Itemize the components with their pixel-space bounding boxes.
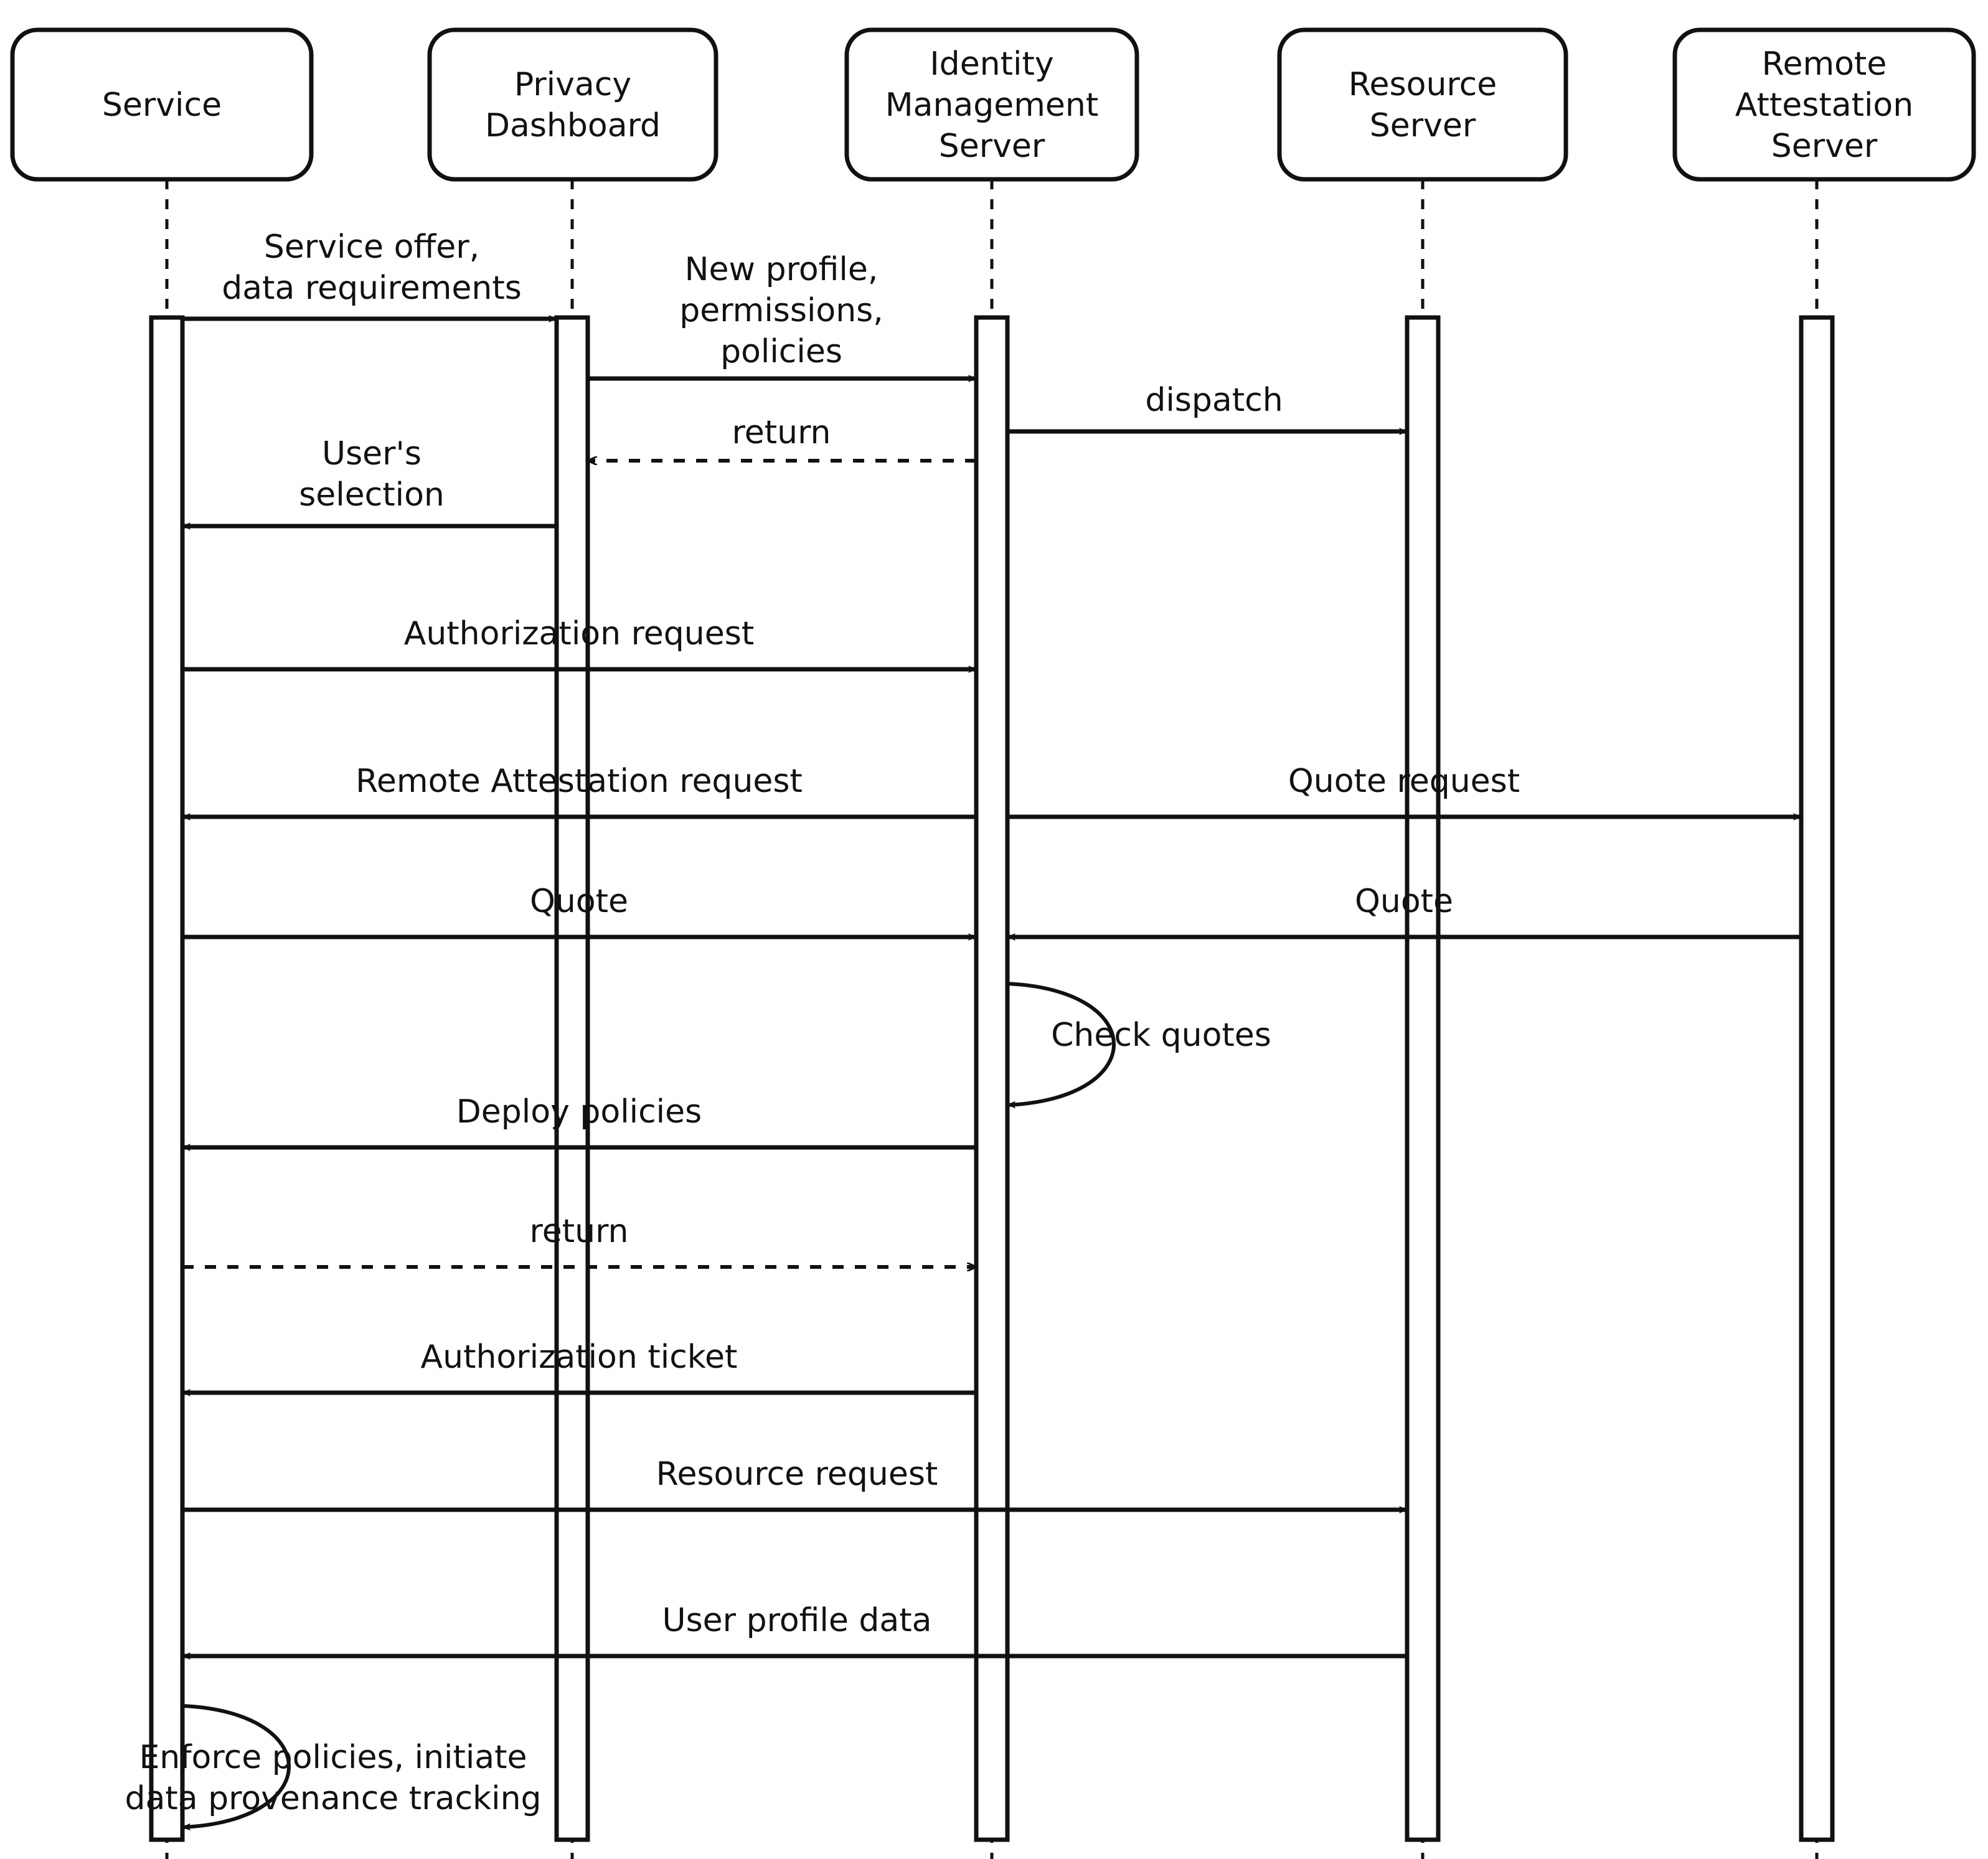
message-m1: Service offer, data requirements (182, 228, 557, 322)
participant-label-attest: Remote (1762, 45, 1887, 83)
activation-bar-attest (1799, 315, 1835, 1842)
participant-label-resource: Server (1370, 107, 1476, 144)
message-label: Quote (1355, 883, 1453, 920)
message-m10: Quote (1007, 883, 1801, 941)
self-message-arc (182, 1704, 291, 1831)
message-m7: Remote Attestation request (182, 763, 976, 821)
self-message-label: data provenance tracking (125, 1780, 541, 1817)
message-m8: Quote request (1007, 763, 1802, 821)
participant-label-attest: Attestation (1735, 87, 1913, 124)
participant-label-dashboard: Privacy (514, 66, 631, 103)
self-message-s2: Enforce policies, initiate data provenanc… (125, 1704, 542, 1831)
activations-layer (149, 315, 1835, 1842)
message-m11: Deploy policies (182, 1093, 976, 1151)
message-label: return (530, 1213, 629, 1250)
participant-service[interactable]: Service (10, 27, 314, 182)
participant-label-resource: Resource (1349, 66, 1497, 103)
participant-label-dashboard: Dashboard (485, 107, 661, 144)
self-message-s1: Check quotes (1007, 982, 1271, 1109)
self-message-label: Check quotes (1051, 1017, 1271, 1054)
message-label: Service offer, (264, 228, 479, 266)
self-message-arc (1007, 982, 1116, 1109)
participant-label-attest: Server (1771, 128, 1878, 165)
message-m4: return (588, 414, 976, 461)
message-label: User's (322, 435, 422, 473)
message-label: Quote (530, 883, 628, 920)
message-label: selection (299, 476, 445, 514)
message-label: data requirements (222, 270, 522, 307)
participant-label-ims: Identity (930, 45, 1053, 83)
message-m13: Authorization ticket (182, 1339, 976, 1396)
message-m12: return (182, 1213, 976, 1267)
message-label: Remote Attestation request (356, 763, 803, 800)
message-label: Quote request (1288, 763, 1520, 800)
message-label: Resource request (656, 1456, 938, 1493)
message-label: New profile, (685, 251, 879, 288)
message-label: Authorization request (404, 615, 754, 652)
activation-bar-resource (1405, 315, 1441, 1842)
message-m15: User profile data (182, 1602, 1407, 1660)
participant-label-service: Service (102, 87, 222, 124)
message-m2: New profile, permissions, policies (588, 251, 977, 382)
activation-bar-ims (974, 315, 1010, 1842)
message-label: Authorization ticket (421, 1339, 738, 1376)
participant-label-ims: Management (885, 87, 1099, 124)
message-label: Deploy policies (456, 1093, 702, 1131)
message-label: dispatch (1145, 382, 1283, 419)
message-m6: Authorization request (182, 615, 977, 673)
message-m3: dispatch (1007, 382, 1408, 435)
message-label: policies (720, 333, 842, 370)
activation-bar-dashboard (554, 315, 590, 1842)
message-label: User profile data (662, 1602, 932, 1639)
message-label: permissions, (679, 292, 883, 329)
messages-layer: Service offer, data requirements New profi… (182, 228, 1802, 1660)
message-m14: Resource request (182, 1456, 1408, 1513)
activation-bar-service (149, 315, 185, 1842)
self-message-label: Enforce policies, initiate (139, 1739, 527, 1776)
participant-label-ims: Server (939, 128, 1045, 165)
message-label: return (732, 414, 831, 451)
message-m9: Quote (182, 883, 977, 941)
